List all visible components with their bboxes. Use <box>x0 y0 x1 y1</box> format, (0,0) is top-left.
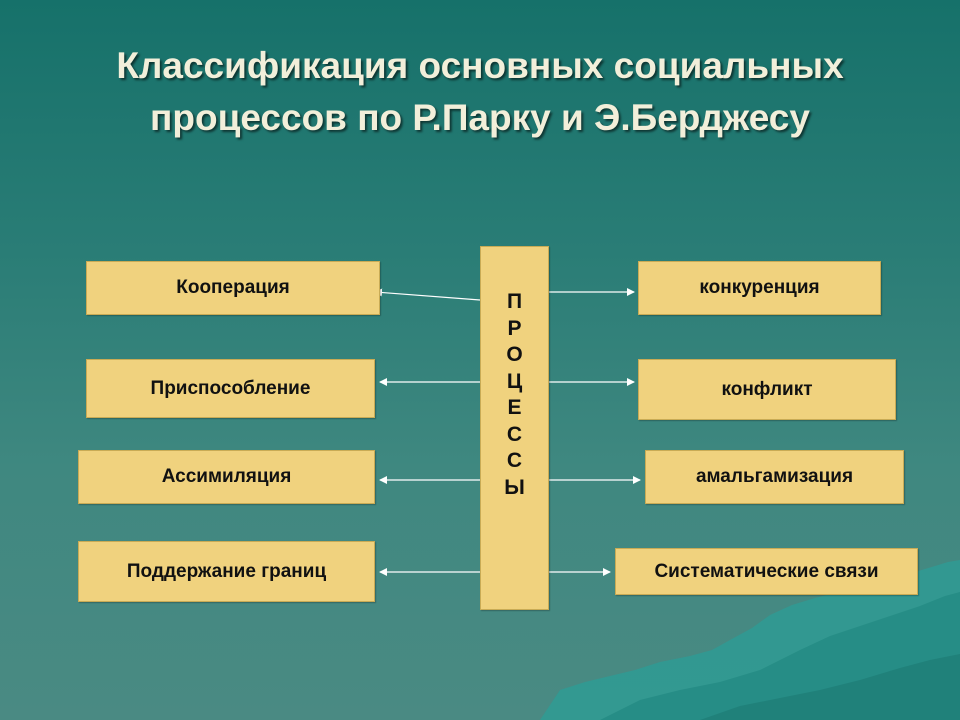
processes-letter: Ы <box>504 475 525 499</box>
processes-letter: С <box>506 422 523 446</box>
box-systematic-links: Систематические связи <box>615 548 918 595</box>
box-boundary-maintenance: Поддержание границ <box>78 541 375 602</box>
processes-letter: Ц <box>506 369 523 393</box>
processes-vertical-label: П Р О Ц Е С С Ы <box>481 289 548 501</box>
title-line-1: Классификация основных социальных <box>116 45 844 86</box>
box-accommodation: Приспособление <box>86 359 375 418</box>
slide-title: Классификация основных социальных процес… <box>0 40 960 144</box>
box-competition: конкуренция <box>638 261 881 315</box>
box-assimilation: Ассимиляция <box>78 450 375 504</box>
processes-box: П Р О Ц Е С С Ы <box>480 246 549 610</box>
box-cooperation: Кооперация <box>86 261 380 315</box>
processes-letter: Е <box>507 396 522 419</box>
processes-letter: С <box>506 449 523 472</box>
processes-letter: Р <box>507 316 522 340</box>
arrow-left-1 <box>374 288 481 301</box>
title-line-2: процессов по Р.Парку и Э.Берджесу <box>150 97 810 138</box>
box-conflict: конфликт <box>638 359 896 420</box>
processes-letter: П <box>506 290 523 313</box>
box-amalgamation: амальгамизация <box>645 450 904 504</box>
processes-letter: О <box>506 343 523 366</box>
